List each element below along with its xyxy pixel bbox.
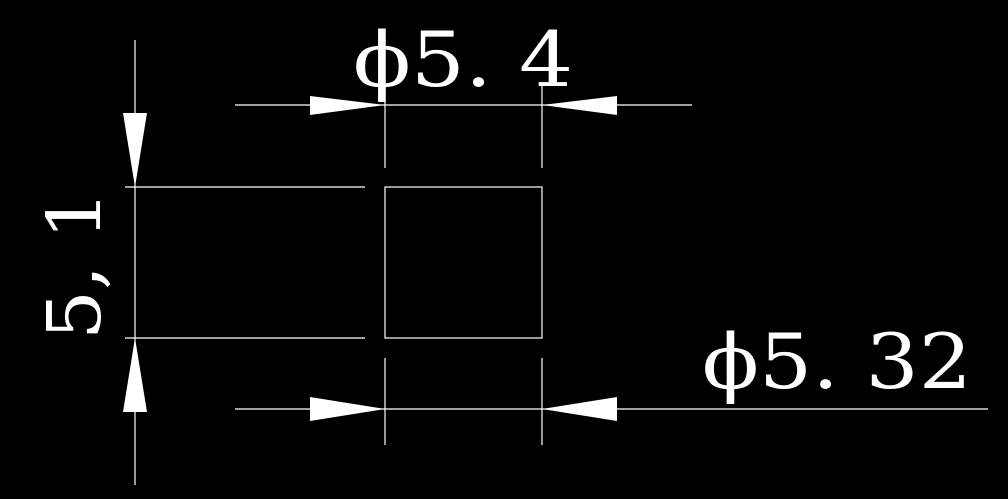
bottom-diameter-label: ϕ5. 32 xyxy=(702,317,972,406)
top-arrow-right xyxy=(542,96,617,115)
bottom-diameter-dimension: ϕ5. 32 xyxy=(235,317,988,445)
part-outline xyxy=(384,186,543,339)
height-label: 5, 1 xyxy=(32,190,118,340)
top-diameter-dimension: ϕ5. 4 xyxy=(235,15,692,168)
bottom-arrow-right xyxy=(542,397,617,421)
height-arrow-bottom xyxy=(123,338,147,412)
top-diameter-label: ϕ5. 4 xyxy=(353,15,573,104)
height-arrow-top xyxy=(123,113,147,187)
bottom-arrow-left xyxy=(310,397,385,421)
top-arrow-left xyxy=(310,96,385,115)
height-dimension: 5, 1 xyxy=(32,40,365,485)
